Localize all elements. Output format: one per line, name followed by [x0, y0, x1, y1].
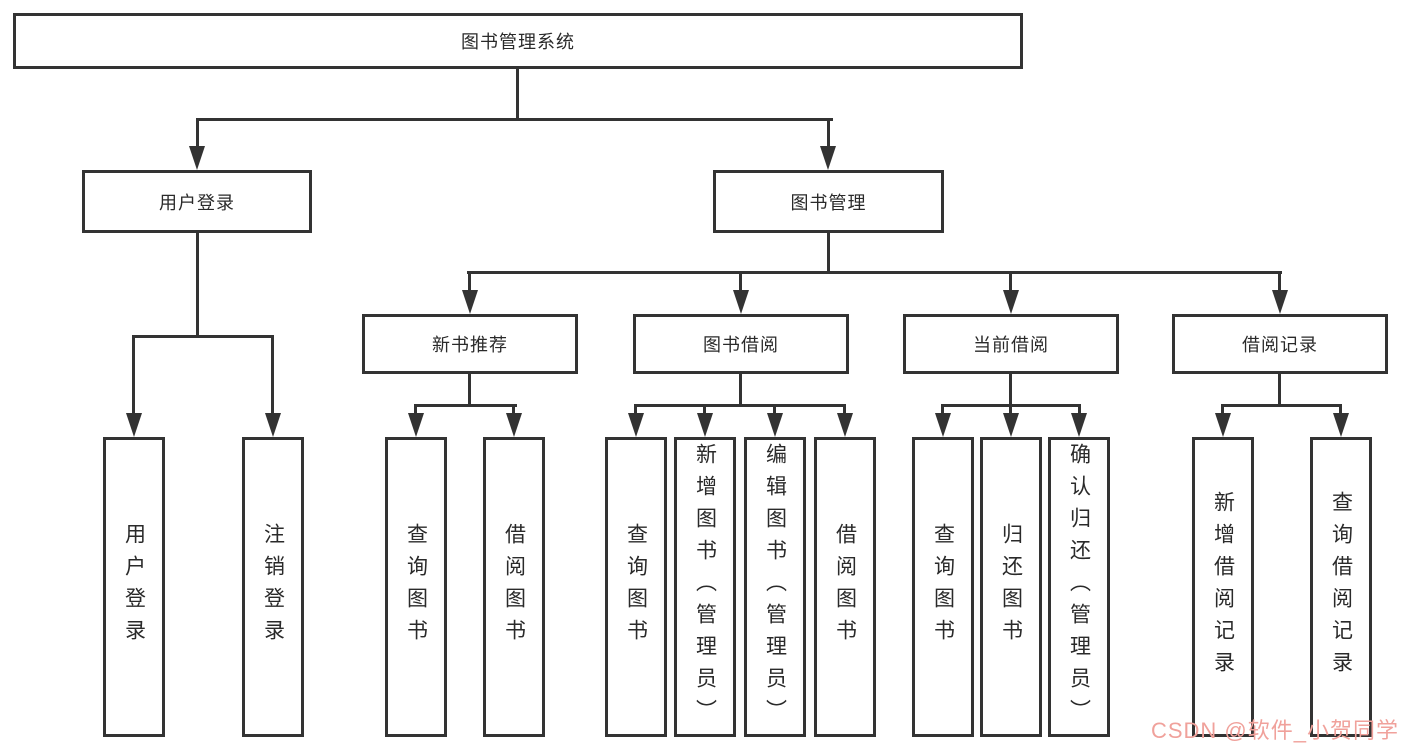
node-label: 图书管理 — [790, 192, 867, 213]
connector-arrowhead-icon — [265, 413, 281, 437]
node-label: 借阅记录 — [1242, 335, 1318, 355]
connector-arrowhead-icon — [506, 413, 522, 437]
csdn-watermark: CSDN @软件_小贺同学 — [1150, 718, 1399, 743]
leaf-add-book-admin: 新增图书（管理员） — [674, 437, 736, 737]
leaf-query-book-current: 查询图书 — [912, 437, 974, 737]
connector-arrowhead-icon — [408, 413, 424, 437]
leaf-confirm-return-admin: 确认归还（管理员） — [1048, 437, 1110, 737]
connector-line — [1339, 404, 1342, 418]
connector-line — [1278, 271, 1281, 295]
leaf-user-login: 用户登录 — [103, 437, 165, 737]
connector-line — [414, 404, 517, 407]
connector-line — [703, 404, 706, 418]
leaf-return-book: 归还图书 — [980, 437, 1042, 737]
leaf-borrow-book-recommend: 借阅图书 — [483, 437, 545, 737]
leaf-label: 注销登录 — [261, 523, 285, 651]
connector-line — [739, 271, 742, 295]
connector-arrowhead-icon — [820, 146, 836, 170]
connector-line — [1221, 404, 1224, 418]
leaf-logout: 注销登录 — [242, 437, 304, 737]
connector-line — [516, 69, 519, 120]
connector-arrowhead-icon — [628, 413, 644, 437]
connector-arrowhead-icon — [1333, 413, 1349, 437]
connector-line — [773, 404, 776, 418]
leaf-label: 新增借阅记录 — [1211, 491, 1235, 683]
leaf-label: 新增图书（管理员） — [693, 443, 717, 731]
leaf-label: 确认归还（管理员） — [1067, 443, 1091, 731]
connector-line — [1009, 271, 1012, 295]
connector-line — [1009, 404, 1012, 418]
leaf-label: 查询图书 — [404, 523, 428, 651]
connector-arrowhead-icon — [189, 146, 205, 170]
connector-line — [512, 404, 515, 418]
leaf-label: 编辑图书（管理员） — [763, 443, 787, 731]
connector-arrowhead-icon — [767, 413, 783, 437]
connector-arrowhead-icon — [462, 290, 478, 314]
connector-line — [1009, 374, 1012, 406]
connector-arrowhead-icon — [837, 413, 853, 437]
connector-line — [132, 335, 135, 417]
connector-line — [468, 374, 471, 406]
leaf-label: 查询借阅记录 — [1329, 491, 1353, 683]
connector-line — [196, 118, 833, 121]
connector-line — [739, 374, 742, 406]
leaf-label: 归还图书 — [999, 523, 1023, 651]
leaf-query-book-borrow: 查询图书 — [605, 437, 667, 737]
connector-arrowhead-icon — [1215, 413, 1231, 437]
node-label: 用户登录 — [159, 192, 235, 213]
connector-line — [1078, 404, 1081, 418]
node-book-borrow: 图书借阅 — [633, 314, 849, 374]
leaf-query-book-recommend: 查询图书 — [385, 437, 447, 737]
node-label: 图书管理系统 — [461, 32, 575, 52]
node-label: 新书推荐 — [432, 335, 508, 355]
connector-line — [1278, 374, 1281, 406]
connector-arrowhead-icon — [697, 413, 713, 437]
connector-line — [271, 335, 274, 417]
connector-line — [1221, 404, 1342, 407]
leaf-edit-book-admin: 编辑图书（管理员） — [744, 437, 806, 737]
leaf-label: 查询图书 — [624, 523, 648, 651]
connector-line — [634, 404, 846, 407]
node-label: 图书借阅 — [703, 335, 779, 355]
connector-line — [827, 233, 830, 274]
leaf-label: 借阅图书 — [833, 523, 857, 651]
node-borrow-records: 借阅记录 — [1172, 314, 1388, 374]
connector-arrowhead-icon — [1003, 290, 1019, 314]
connector-line — [843, 404, 846, 418]
connector-line — [468, 271, 471, 295]
node-user-login: 用户登录 — [82, 170, 312, 233]
connector-line — [196, 233, 199, 337]
connector-line — [467, 271, 1282, 274]
connector-line — [941, 404, 944, 418]
leaf-borrow-book: 借阅图书 — [814, 437, 876, 737]
leaf-label: 借阅图书 — [502, 523, 526, 651]
connector-line — [634, 404, 637, 418]
leaf-label: 查询图书 — [931, 523, 955, 651]
connector-line — [414, 404, 417, 418]
leaf-add-borrow-record: 新增借阅记录 — [1192, 437, 1254, 737]
connector-line — [827, 118, 830, 152]
connector-arrowhead-icon — [1272, 290, 1288, 314]
node-new-book-recommend: 新书推荐 — [362, 314, 578, 374]
connector-arrowhead-icon — [126, 413, 142, 437]
node-book-management-system: 图书管理系统 — [13, 13, 1023, 69]
connector-arrowhead-icon — [1071, 413, 1087, 437]
node-label: 当前借阅 — [973, 335, 1049, 355]
connector-arrowhead-icon — [935, 413, 951, 437]
node-book-management: 图书管理 — [713, 170, 944, 233]
connector-line — [196, 118, 199, 152]
connector-arrowhead-icon — [1003, 413, 1019, 437]
connector-line — [132, 335, 274, 338]
leaf-label: 用户登录 — [122, 523, 146, 651]
node-current-borrow: 当前借阅 — [903, 314, 1119, 374]
leaf-query-borrow-record: 查询借阅记录 — [1310, 437, 1372, 737]
connector-arrowhead-icon — [733, 290, 749, 314]
